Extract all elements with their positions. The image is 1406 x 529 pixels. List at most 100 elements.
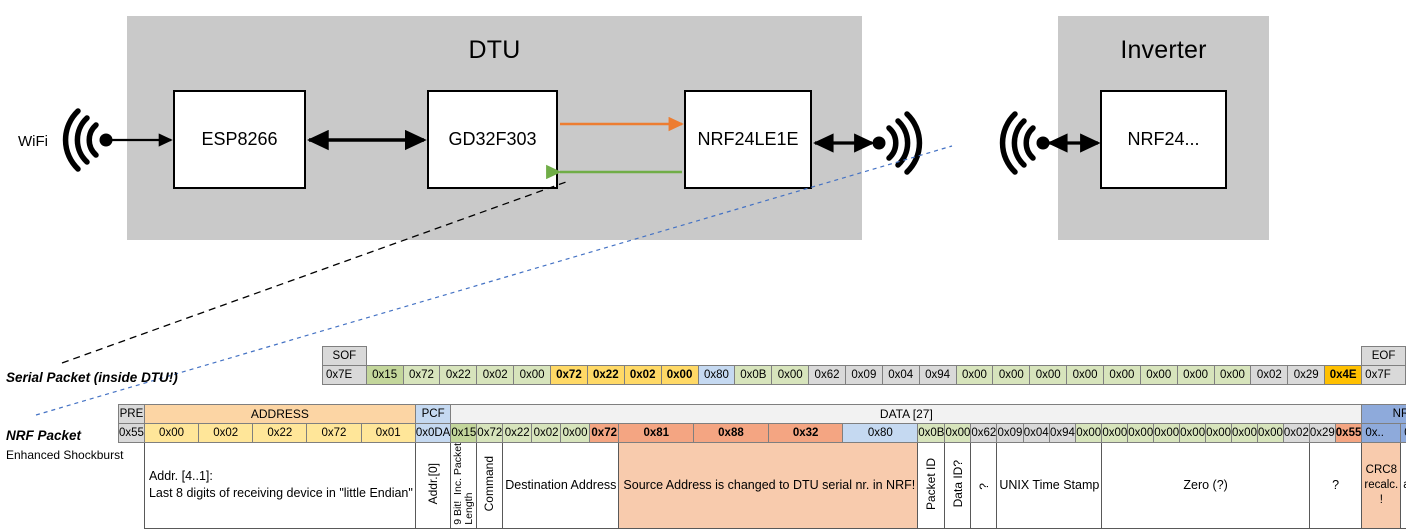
annotation-pre-empty bbox=[119, 443, 145, 529]
nrf-address-header: ADDRESS bbox=[144, 405, 415, 424]
chip-gd32f303: GD32F303 bbox=[427, 90, 558, 189]
nrf-byte-3: 0x02 bbox=[532, 424, 561, 443]
nrf-byte-11: 0x00 bbox=[945, 424, 971, 443]
serial-byte-15: 0x94 bbox=[919, 366, 956, 385]
serial-byte-5: 0x72 bbox=[551, 366, 588, 385]
nrf-byte-9: 0x80 bbox=[843, 424, 918, 443]
nrf-byte-6: 0x81 bbox=[619, 424, 694, 443]
chip-nrf24le1e-label: NRF24LE1E bbox=[697, 129, 798, 150]
nrf-byte-23: 0x00 bbox=[1257, 424, 1283, 443]
nrf-byte-19: 0x00 bbox=[1154, 424, 1180, 443]
nrf-byte-15: 0x94 bbox=[1049, 424, 1075, 443]
block-diagram: DTU ESP8266 GD32F303 NRF24LE1E Inverter … bbox=[0, 0, 1406, 300]
serial-byte-22: 0x00 bbox=[1177, 366, 1214, 385]
serial-byte-6: 0x22 bbox=[587, 366, 624, 385]
annotation-qmark: ? bbox=[971, 443, 997, 529]
nrf-byte-13: 0x09 bbox=[997, 424, 1023, 443]
nrf-crc-byte-0: 0x.. bbox=[1362, 424, 1401, 443]
nrf-annotation-row: Addr. [4..1]:Last 8 digits of receiving … bbox=[119, 443, 1406, 529]
serial-byte-24: 0x02 bbox=[1251, 366, 1288, 385]
serial-byte-14: 0x04 bbox=[882, 366, 919, 385]
serial-byte-13: 0x09 bbox=[845, 366, 882, 385]
nrf-byte-21: 0x00 bbox=[1206, 424, 1232, 443]
nrf-address-byte-0: 0x00 bbox=[144, 424, 198, 443]
serial-byte-1: 0x72 bbox=[403, 366, 440, 385]
serial-byte-25: 0x29 bbox=[1288, 366, 1325, 385]
inverter-title: Inverter bbox=[1058, 36, 1269, 65]
nrf-address-byte-4: 0x01 bbox=[361, 424, 415, 443]
serial-byte-4: 0x00 bbox=[514, 366, 551, 385]
annotation-command: Command bbox=[477, 443, 503, 529]
nrf-byte-2: 0x22 bbox=[503, 424, 532, 443]
nrf-address-byte-2: 0x22 bbox=[253, 424, 307, 443]
nrf-byte-0: 0x15 bbox=[451, 424, 477, 443]
nrf-address-byte-1: 0x02 bbox=[199, 424, 253, 443]
serial-spacer bbox=[366, 347, 1361, 366]
nrf-byte-14: 0x04 bbox=[1023, 424, 1049, 443]
nrf-byte-24: 0x02 bbox=[1283, 424, 1309, 443]
nrf-byte-25: 0x29 bbox=[1309, 424, 1335, 443]
annotation-destination: Destination Address bbox=[503, 443, 619, 529]
nrf-address-byte-3: 0x72 bbox=[307, 424, 361, 443]
annotation-qmark2: ? bbox=[1309, 443, 1362, 529]
serial-byte-17: 0x00 bbox=[993, 366, 1030, 385]
serial-byte-12: 0x62 bbox=[809, 366, 846, 385]
annotation-crc-note: Generatedautomatically.Dont Care! bbox=[1401, 443, 1406, 529]
nrf-packet-label: NRF Packet bbox=[6, 428, 126, 443]
nrf-byte-22: 0x00 bbox=[1232, 424, 1258, 443]
annotation-unix-time: UNIX Time Stamp bbox=[997, 443, 1102, 529]
serial-byte-8: 0x00 bbox=[661, 366, 698, 385]
nrf-byte-4: 0x00 bbox=[561, 424, 590, 443]
nrf-pre-header: PRE bbox=[119, 405, 145, 424]
nrf-byte-20: 0x00 bbox=[1180, 424, 1206, 443]
annotation-source-note: Source Address is changed to DTU serial … bbox=[619, 443, 918, 529]
serial-byte-11: 0x00 bbox=[772, 366, 809, 385]
annotation-packet-id: Packet ID bbox=[918, 443, 945, 529]
nrf-crc-byte-1: 0x.. bbox=[1401, 424, 1406, 443]
annotation-addr0: Addr.[0] bbox=[415, 443, 451, 529]
serial-byte-10: 0x0B bbox=[735, 366, 772, 385]
chip-nrf24-label: NRF24... bbox=[1127, 129, 1199, 150]
serial-eof-header: EOF bbox=[1362, 347, 1406, 366]
nrf-byte-7: 0x88 bbox=[694, 424, 769, 443]
nrf-data-header: DATA [27] bbox=[451, 405, 1362, 424]
serial-byte-3: 0x02 bbox=[477, 366, 514, 385]
dtu-title: DTU bbox=[127, 36, 862, 65]
serial-byte-21: 0x00 bbox=[1140, 366, 1177, 385]
serial-byte-7: 0x02 bbox=[624, 366, 661, 385]
serial-byte-26: 0x4E bbox=[1325, 366, 1362, 385]
serial-byte-18: 0x00 bbox=[1030, 366, 1067, 385]
nrf-pre-value: 0x55 bbox=[119, 424, 145, 443]
serial-byte-2: 0x22 bbox=[440, 366, 477, 385]
chip-nrf24: NRF24... bbox=[1100, 90, 1227, 189]
chip-esp8266-label: ESP8266 bbox=[201, 129, 277, 150]
nrf-crc-header: NRF CRC bbox=[1362, 405, 1406, 424]
nrf-byte-26: 0x55 bbox=[1335, 424, 1362, 443]
annotation-zero: Zero (?) bbox=[1102, 443, 1310, 529]
annotation-address-note: Addr. [4..1]:Last 8 digits of receiving … bbox=[144, 443, 415, 529]
serial-sof-value: 0x7E bbox=[323, 366, 367, 385]
nrf-byte-16: 0x00 bbox=[1076, 424, 1102, 443]
nrf-byte-18: 0x00 bbox=[1128, 424, 1154, 443]
serial-byte-19: 0x00 bbox=[1067, 366, 1104, 385]
nrf-byte-12: 0x62 bbox=[971, 424, 997, 443]
nrf-pcf-value: 0x0DA bbox=[415, 424, 451, 443]
serial-byte-16: 0x00 bbox=[956, 366, 993, 385]
nrf-byte-5: 0x72 bbox=[590, 424, 619, 443]
wifi-label: WiFi bbox=[18, 133, 48, 150]
annotation-data-id: Data ID? bbox=[945, 443, 971, 529]
serial-byte-20: 0x00 bbox=[1103, 366, 1140, 385]
nrf-byte-8: 0x32 bbox=[768, 424, 843, 443]
serial-byte-0: 0x15 bbox=[366, 366, 403, 385]
nrf-byte-1: 0x72 bbox=[477, 424, 503, 443]
chip-gd32f303-label: GD32F303 bbox=[448, 129, 536, 150]
chip-esp8266: ESP8266 bbox=[173, 90, 306, 189]
serial-byte-9: 0x80 bbox=[698, 366, 735, 385]
